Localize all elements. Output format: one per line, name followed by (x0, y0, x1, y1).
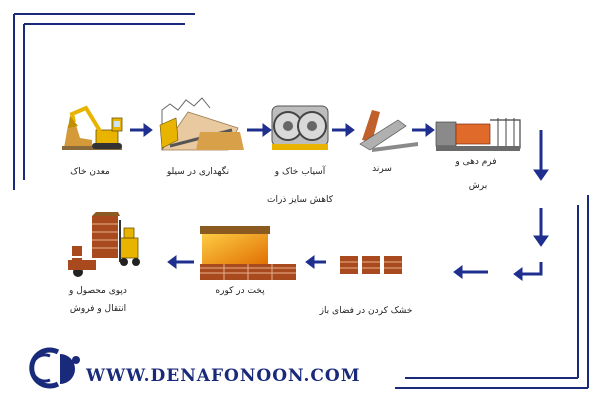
frame-top-left (13, 13, 195, 190)
label-grind: آسیاب خاک و (274, 167, 326, 177)
silo-storage-icon (159, 97, 244, 151)
denafonoon-logo (29, 347, 80, 389)
label-dry: خشک کردن در فضای باز (319, 306, 413, 316)
flow-arrows (130, 123, 549, 281)
label-stock-2: انتقال و فروش (69, 304, 127, 314)
arrow-storage-to-grind (247, 123, 272, 137)
label-mine: معدن خاک (70, 167, 110, 177)
label-screen: سرند (372, 164, 392, 174)
arrow-dry-to-fire (305, 255, 326, 269)
website-link[interactable]: WWW.DENAFONOON.COM (86, 366, 361, 386)
arrow-to-dry (453, 265, 488, 279)
arrow-form-down-1 (533, 130, 549, 181)
arrow-form-down-2 (533, 208, 549, 247)
label-fire: پخت در کوره (215, 286, 265, 296)
arrow-mine-to-storage (130, 123, 153, 137)
label-form-2: برش (468, 181, 488, 191)
label-form: فرم دهی و (455, 157, 497, 167)
arrow-fire-to-stock (167, 255, 194, 269)
arrow-grind-to-screen (332, 123, 355, 137)
excavator-icon (62, 105, 123, 150)
label-grind-2: کاهش سایز ذرات (266, 195, 334, 205)
arrow-screen-to-form (412, 123, 435, 137)
grinder-icon (271, 105, 329, 150)
arrow-turn-left (513, 262, 543, 281)
frame-bottom-right (395, 195, 589, 389)
label-stock: دپوی محصول و (69, 286, 127, 296)
drying-bricks-icon (340, 256, 402, 274)
forklift-stock-icon (68, 212, 140, 277)
extruder-cutter-icon (435, 118, 521, 151)
label-storage: نگهداری در سیلو (166, 167, 230, 177)
kiln-icon (200, 226, 296, 280)
screen-chute-icon (359, 110, 418, 152)
